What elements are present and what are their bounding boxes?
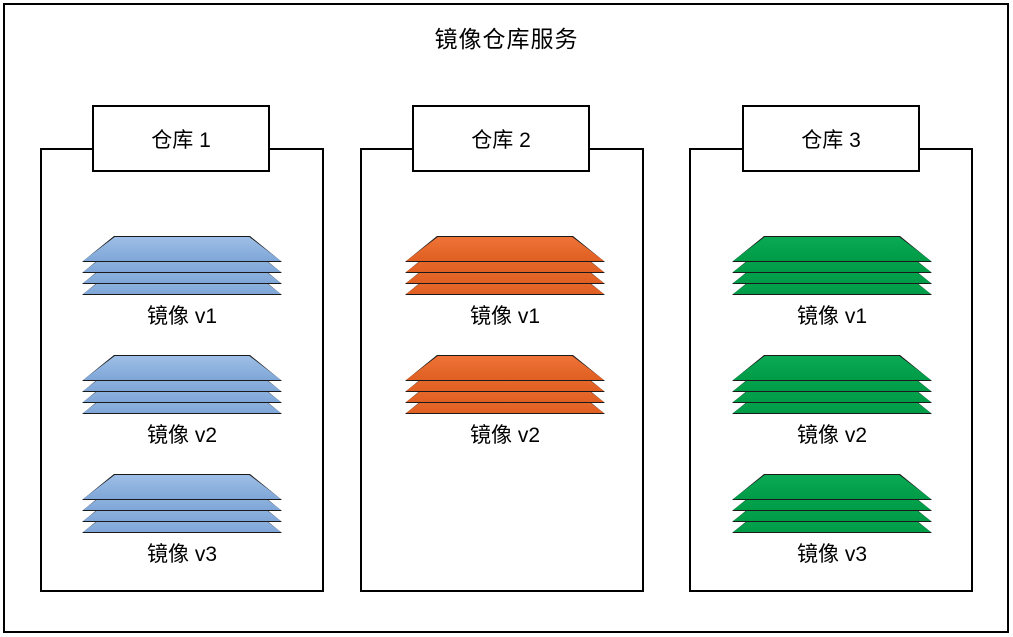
layer-stack xyxy=(732,355,932,414)
image-stack-repo1-v3[interactable]: 镜像 v3 xyxy=(82,474,282,566)
repository-header-2[interactable]: 仓库 2 xyxy=(412,105,590,172)
layer-stack xyxy=(405,236,605,295)
image-label: 镜像 v1 xyxy=(796,305,867,328)
image-label: 镜像 v2 xyxy=(146,424,217,447)
image-label: 镜像 v2 xyxy=(469,424,540,447)
repository-header-1[interactable]: 仓库 1 xyxy=(92,105,270,172)
page-title: 镜像仓库服务 xyxy=(434,26,579,52)
repository-header-label-2: 仓库 2 xyxy=(471,128,531,152)
image-layer xyxy=(732,355,932,382)
image-label: 镜像 v3 xyxy=(146,543,217,566)
layer-stack xyxy=(82,236,282,295)
repository-header-3[interactable]: 仓库 3 xyxy=(742,105,920,172)
image-stack-repo3-v2[interactable]: 镜像 v2 xyxy=(732,355,932,447)
image-layer xyxy=(732,236,932,263)
image-label: 镜像 v3 xyxy=(796,543,867,566)
image-stack-repo3-v1[interactable]: 镜像 v1 xyxy=(732,236,932,328)
repository-header-label-3: 仓库 3 xyxy=(801,128,861,152)
image-layer xyxy=(732,474,932,501)
image-layer xyxy=(405,355,605,382)
image-stack-repo3-v3[interactable]: 镜像 v3 xyxy=(732,474,932,566)
layer-stack xyxy=(732,474,932,533)
image-layer xyxy=(82,355,282,382)
image-label: 镜像 v2 xyxy=(796,424,867,447)
repository-header-label-1: 仓库 1 xyxy=(151,128,211,152)
image-layer xyxy=(405,236,605,263)
image-stack-repo2-v1[interactable]: 镜像 v1 xyxy=(405,236,605,328)
image-label: 镜像 v1 xyxy=(469,305,540,328)
image-label: 镜像 v1 xyxy=(146,305,217,328)
image-stack-repo2-v2[interactable]: 镜像 v2 xyxy=(405,355,605,447)
image-stack-repo1-v1[interactable]: 镜像 v1 xyxy=(82,236,282,328)
layer-stack xyxy=(82,474,282,533)
layer-stack xyxy=(732,236,932,295)
image-stack-repo1-v2[interactable]: 镜像 v2 xyxy=(82,355,282,447)
layer-stack xyxy=(82,355,282,414)
image-layer xyxy=(82,236,282,263)
layer-stack xyxy=(405,355,605,414)
image-layer xyxy=(82,474,282,501)
